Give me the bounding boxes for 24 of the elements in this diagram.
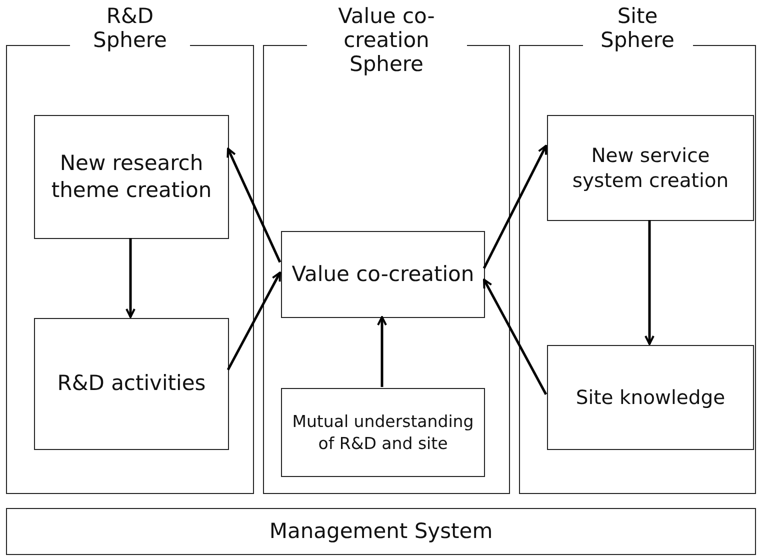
panel-title: R&D Sphere <box>70 4 190 52</box>
box-label: New research theme creation <box>50 150 213 204</box>
arrow <box>226 272 282 370</box>
box-label: Site knowledge <box>576 384 726 410</box>
arrow <box>482 144 548 269</box>
box-label: Mutual understanding of R&D and site <box>291 411 475 454</box>
panel-title: Site Sphere <box>582 4 692 52</box>
arrow <box>226 148 282 263</box>
box-label: R&D activities <box>57 370 206 398</box>
arrow <box>482 278 548 395</box>
box-label: New service system creation <box>571 142 730 194</box>
box-label: Value co-creation <box>292 260 474 288</box>
box-label: Management System <box>269 518 493 545</box>
process-box <box>281 388 485 477</box>
process-box <box>281 231 485 318</box>
process-box <box>34 115 229 239</box>
panel-title: Value co-creation Sphere <box>306 4 466 76</box>
arrow <box>644 220 654 345</box>
process-box <box>547 115 754 221</box>
process-box <box>34 318 229 450</box>
system-bar <box>6 508 756 555</box>
arrow <box>377 316 387 387</box>
arrow <box>126 238 136 318</box>
process-box <box>547 345 754 450</box>
